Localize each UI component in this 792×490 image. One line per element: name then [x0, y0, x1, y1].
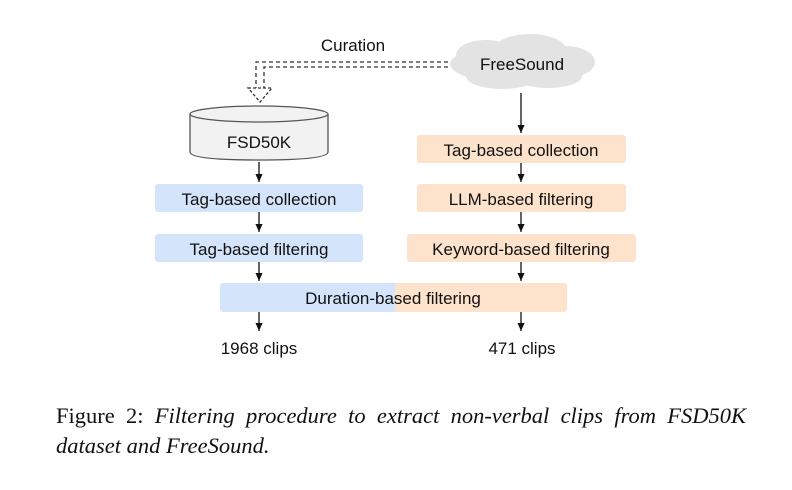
left-step-1-box [155, 184, 363, 212]
left-output-label: 1968 clips [221, 339, 298, 358]
filtering-diagram: Curation FreeSound FSD50K Tag-based coll… [155, 34, 636, 358]
flow-arrows [255, 93, 525, 331]
curation-label: Curation [321, 36, 385, 55]
right-output-label: 471 clips [488, 339, 555, 358]
curation-arrow [246, 61, 448, 103]
right-step-2-label: LLM-based filtering [449, 190, 594, 209]
left-step-2-label: Tag-based filtering [190, 240, 329, 259]
freesound-label: FreeSound [480, 55, 564, 74]
caption-number: Figure 2: [56, 403, 144, 428]
fsd50k-database [189, 105, 329, 161]
right-step-2-box [417, 184, 626, 212]
right-step-1-box [417, 135, 626, 163]
left-step-2-box [155, 234, 363, 262]
right-step-1-label: Tag-based collection [444, 141, 599, 160]
caption-text: Filtering procedure to extract non-verba… [56, 403, 747, 458]
figure-caption: Figure 2: Filtering procedure to extract… [56, 401, 746, 461]
shared-step-box [220, 283, 567, 312]
right-step-3-label: Keyword-based filtering [432, 240, 610, 259]
freesound-cloud [450, 34, 595, 89]
left-step-1-label: Tag-based collection [182, 190, 337, 209]
shared-step-label: Duration-based filtering [305, 289, 481, 308]
fsd50k-label: FSD50K [227, 133, 292, 152]
right-step-3-box [407, 234, 636, 262]
